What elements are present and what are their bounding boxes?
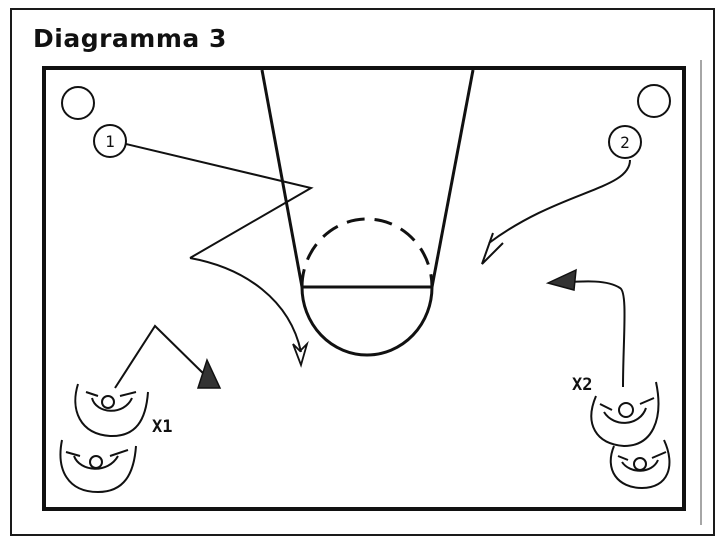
court-boundary: [42, 66, 686, 511]
lane-line-left: [260, 69, 304, 288]
player-2-label: 2: [620, 133, 630, 152]
player-2-marker: 2: [608, 125, 642, 159]
player-1-cut-path: [125, 143, 314, 259]
player-2-arrowhead: [481, 232, 504, 265]
defender-figure-left-bottom: [59, 439, 137, 494]
free-throw-circle-top-dashed: [300, 217, 434, 288]
diagram-frame: [10, 8, 715, 536]
defender-x2-path: [550, 280, 626, 388]
player-2-cut-path: [488, 159, 631, 244]
corner-spot-left: [61, 86, 95, 120]
defender-x1-path: [114, 324, 211, 389]
defender-x1-arrowhead: [196, 357, 222, 389]
defender-x2-label: X2: [572, 375, 592, 395]
player-1-curl-path: [189, 257, 302, 353]
defender-x1-label: X1: [152, 417, 172, 437]
defender-figure-right-bottom: [609, 439, 671, 490]
lane-line-right: [430, 69, 475, 288]
diagram-title: Diagramma 3: [33, 24, 227, 53]
defender-figure-right-top: [590, 381, 660, 448]
free-throw-circle-bottom: [300, 286, 434, 357]
defender-x2-arrowhead: [545, 268, 577, 291]
corner-spot-right: [637, 84, 671, 118]
defender-figure-left-top: [74, 383, 149, 438]
player-1-label: 1: [105, 132, 115, 151]
player-1-arrowhead: [292, 340, 309, 368]
player-1-marker: 1: [93, 124, 127, 158]
